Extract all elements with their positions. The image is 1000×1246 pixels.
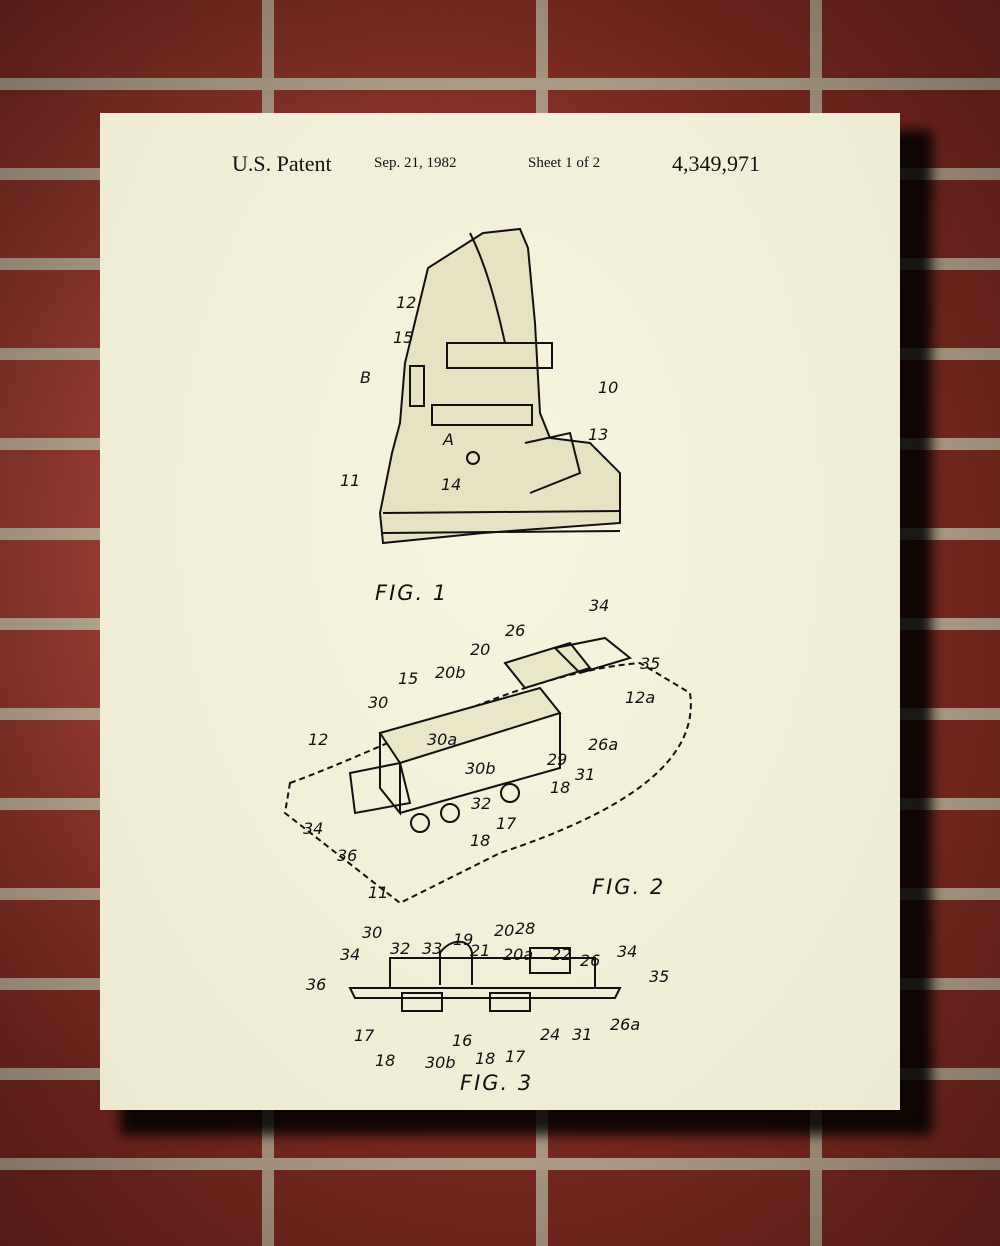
ref-label: 30 <box>368 693 389 712</box>
ref-label: 32 <box>390 939 411 958</box>
figure-1-caption: FIG. 1 <box>375 581 449 605</box>
ref-label: 12 <box>308 730 329 749</box>
ref-label: 20 <box>494 921 515 940</box>
patent-number: 4,349,971 <box>672 151 760 176</box>
ref-label: 18 <box>375 1051 396 1070</box>
ref-label: 18 <box>470 831 491 850</box>
ref-label: 18 <box>475 1049 496 1068</box>
sheet-number: Sheet 1 of 2 <box>528 155 601 171</box>
ref-label: 30 <box>362 923 383 942</box>
ref-label: 22 <box>551 945 572 964</box>
ref-label: 18 <box>550 778 571 797</box>
patent-date: Sep. 21, 1982 <box>374 155 457 171</box>
ref-label: 34 <box>303 819 324 838</box>
figure-2-caption: FIG. 2 <box>592 875 666 899</box>
ref-label: 30b <box>465 759 496 778</box>
ref-label: 36 <box>306 975 327 994</box>
patent-drawings <box>283 227 692 1012</box>
ref-label: 30a <box>427 730 458 749</box>
ref-label: 11 <box>340 471 361 490</box>
ref-label: 34 <box>589 596 610 615</box>
ref-label: 11 <box>368 883 389 902</box>
ref-label: 17 <box>496 814 517 833</box>
ref-label: 10 <box>598 378 619 397</box>
patent-poster: U.S. Patent Sep. 21, 1982 Sheet 1 of 2 4… <box>100 113 900 1110</box>
ref-label: 31 <box>572 1025 593 1044</box>
ref-label: B <box>360 368 371 387</box>
ref-label: 19 <box>453 930 474 949</box>
ref-label: 17 <box>505 1047 526 1066</box>
ref-label: 26a <box>588 735 619 754</box>
ref-label: 16 <box>452 1031 473 1050</box>
ref-label: 26a <box>610 1015 641 1034</box>
buckle-drawing <box>283 636 692 905</box>
ref-label: 15 <box>393 328 414 347</box>
ref-label: 31 <box>575 765 596 784</box>
ref-label: 26 <box>505 621 526 640</box>
ref-label: 17 <box>354 1026 375 1045</box>
boot-drawing <box>378 227 621 545</box>
ref-label: 24 <box>540 1025 561 1044</box>
ref-label: 21 <box>470 941 491 960</box>
ref-label: 30b <box>425 1053 456 1072</box>
ref-label: A <box>443 430 454 449</box>
figure-3-caption: FIG. 3 <box>460 1071 534 1095</box>
ref-label: 15 <box>398 669 419 688</box>
ref-label: 20 <box>470 640 491 659</box>
ref-label: 35 <box>640 654 661 673</box>
ref-label: 34 <box>617 942 638 961</box>
side-view-drawing <box>348 940 622 1012</box>
ref-label: 28 <box>515 919 536 938</box>
ref-label: 20a <box>503 945 534 964</box>
ref-label: 14 <box>441 475 462 494</box>
ref-label: 32 <box>471 794 492 813</box>
ref-label: 35 <box>649 967 670 986</box>
ref-label: 20b <box>435 663 466 682</box>
ref-label: 34 <box>340 945 361 964</box>
ref-label: 12 <box>396 293 417 312</box>
ref-label: 12a <box>625 688 656 707</box>
ref-label: 13 <box>588 425 609 444</box>
ref-label: 29 <box>547 750 568 769</box>
patent-office: U.S. Patent <box>232 151 332 176</box>
ref-label: 26 <box>580 951 601 970</box>
ref-label: 36 <box>337 846 358 865</box>
ref-label: 33 <box>422 939 443 958</box>
